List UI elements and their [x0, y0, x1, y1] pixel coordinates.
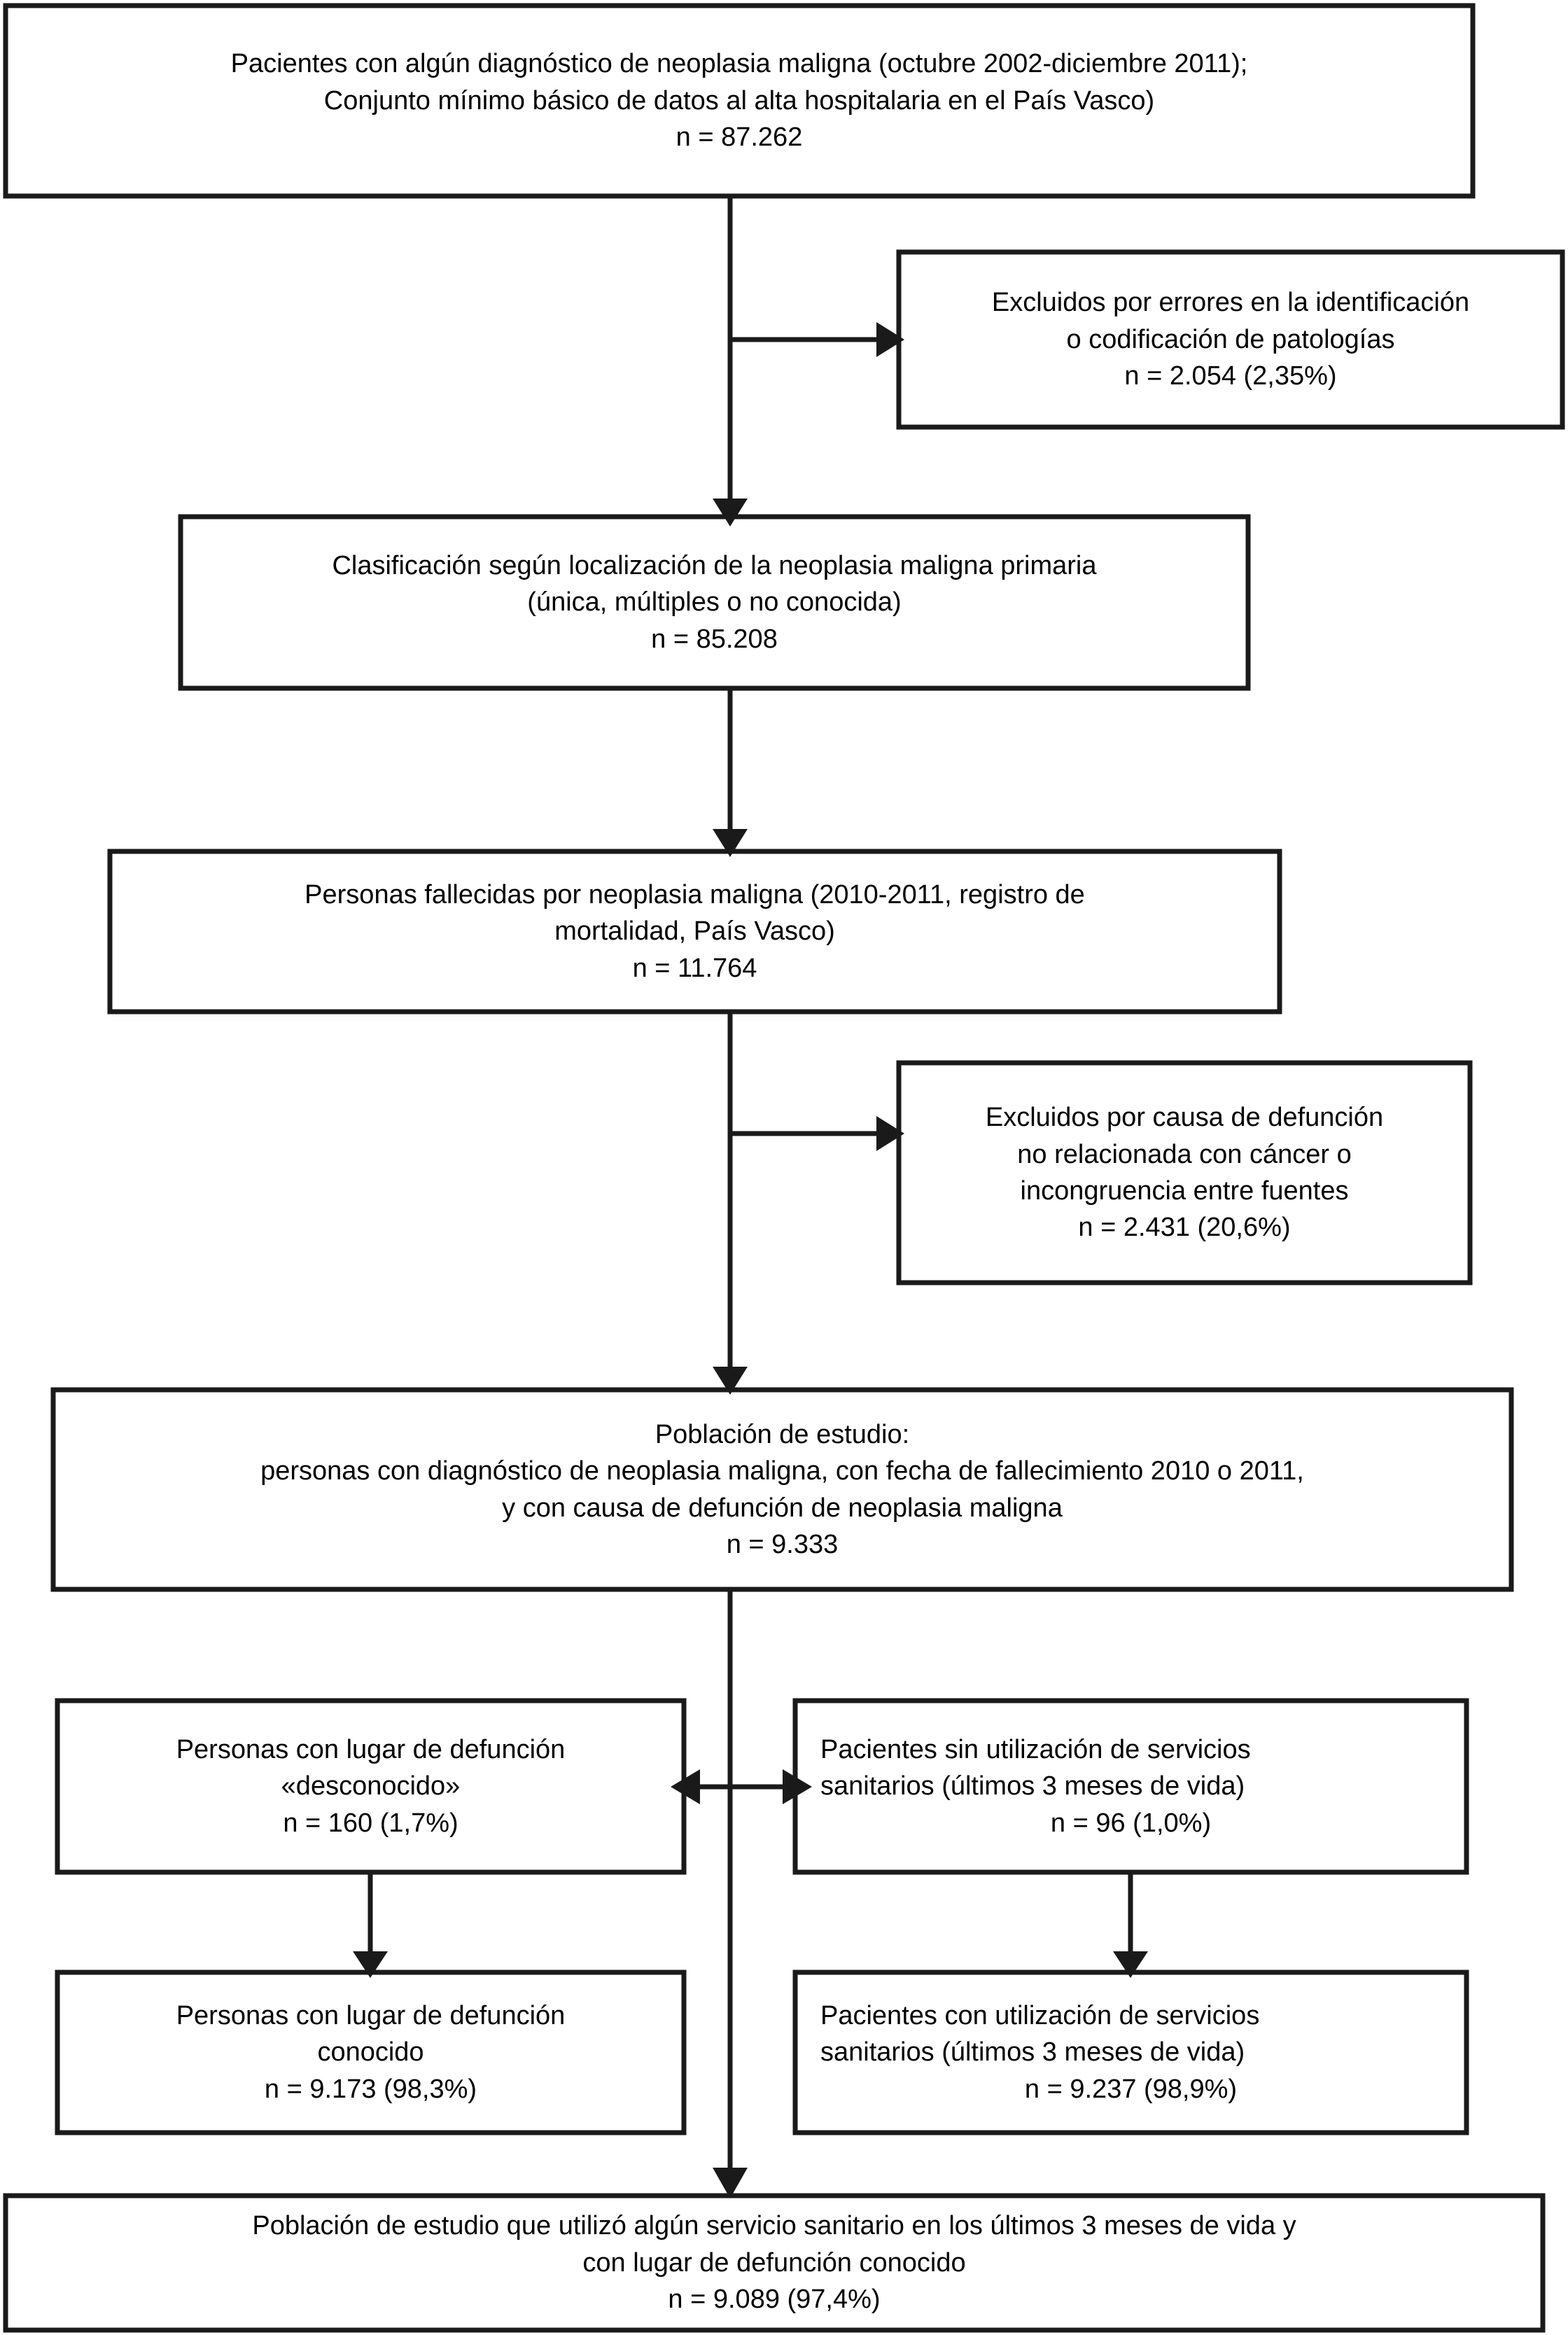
arrowhead-b4-to-b5 — [876, 1116, 904, 1151]
box-cohorte-inicial — [3, 3, 1476, 199]
box-clasificacion-localizacion — [178, 514, 1251, 691]
arrowhead-b1-to-b2 — [876, 322, 904, 357]
box-personas-fallecidas — [107, 849, 1282, 1015]
arrowhead-b1-to-b3 — [713, 499, 748, 527]
arrowhead-b3-to-b4 — [713, 829, 748, 857]
arrowhead-b7-to-b9 — [353, 1951, 388, 1978]
box-excluidos-causa-defuncion — [896, 1060, 1473, 1285]
arrowhead-b6-to-b11 — [713, 2168, 748, 2198]
box-lugar-defuncion-conocido — [55, 1970, 687, 2135]
arrowhead-split-left — [671, 1769, 700, 1804]
box-con-utilizacion-servicios — [792, 1970, 1469, 2135]
arrowhead-split-right — [783, 1769, 812, 1804]
box-sin-utilizacion-servicios — [792, 1698, 1469, 1875]
arrowhead-b4-to-b6 — [713, 1367, 748, 1395]
box-lugar-defuncion-desconocido — [55, 1698, 687, 1875]
arrowhead-b8-to-b10 — [1113, 1951, 1148, 1978]
box-poblacion-final — [3, 2193, 1546, 2333]
box-poblacion-de-estudio — [50, 1387, 1514, 1592]
box-excluidos-errores — [896, 249, 1565, 430]
